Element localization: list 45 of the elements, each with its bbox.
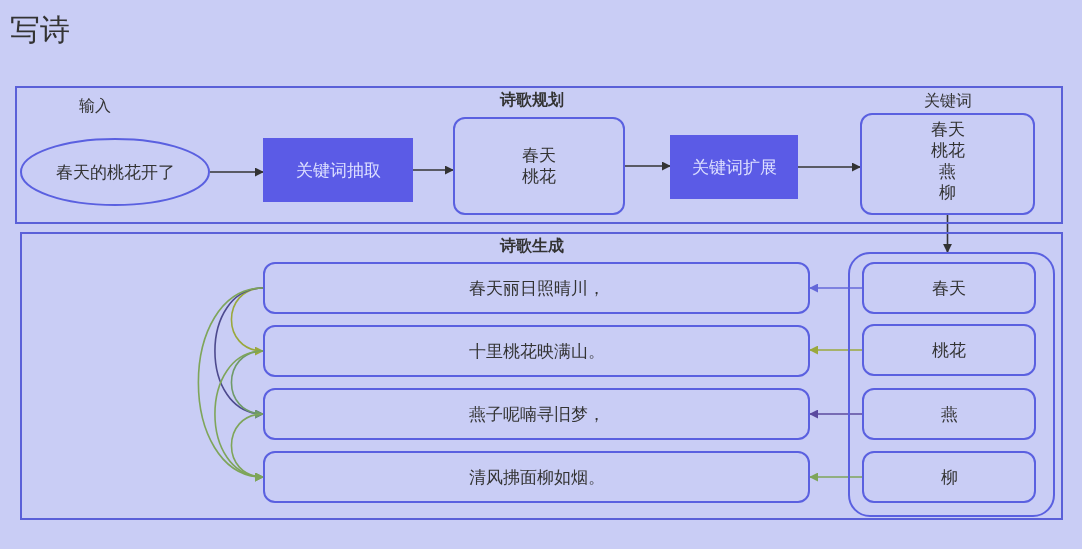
section-heading: 诗歌生成 xyxy=(498,236,565,257)
node-label: 春天 xyxy=(930,119,965,140)
node-label: 桃花 xyxy=(932,339,966,361)
section-frame xyxy=(15,86,1063,224)
curved-arrow xyxy=(230,413,264,481)
arrow xyxy=(624,161,671,171)
arrow xyxy=(412,165,454,175)
node-label: 关键词抽取 xyxy=(295,159,381,181)
process-box xyxy=(670,135,798,199)
process-box xyxy=(263,138,413,202)
node-label: 清风拂面柳如烟。 xyxy=(468,466,605,488)
arrow xyxy=(809,409,863,419)
keyword-box xyxy=(862,388,1036,440)
page-title: 写诗 xyxy=(10,11,70,49)
heading: 关键词 xyxy=(922,91,973,112)
node-label: 燕子呢喃寻旧梦， xyxy=(468,403,605,425)
node-label: 春天丽日照晴川， xyxy=(468,277,605,299)
node-label: 春天的桃花开了 xyxy=(55,161,175,183)
arrow xyxy=(209,167,264,177)
node-label: 柳 xyxy=(940,466,958,488)
node-label: 春天 xyxy=(522,145,556,166)
keyword-container xyxy=(848,252,1055,517)
node-label: 十里桃花映满山。 xyxy=(468,340,605,362)
node-label: 燕 xyxy=(939,161,956,182)
curved-arrow xyxy=(230,287,264,355)
node-label: 春天 xyxy=(932,277,966,299)
section-frame xyxy=(20,232,1063,520)
section-heading: 诗歌规划 xyxy=(498,90,565,111)
keyword-box xyxy=(862,262,1036,314)
node-label: 关键词扩展 xyxy=(691,156,777,178)
keyword-box xyxy=(453,117,625,215)
node-label: 桃花 xyxy=(930,140,965,161)
arrow xyxy=(943,214,952,253)
curved-arrow xyxy=(197,287,264,480)
arrow xyxy=(809,345,863,355)
heading: 输入 xyxy=(78,96,112,117)
arrow xyxy=(809,472,863,482)
arrow xyxy=(809,283,863,293)
arrow xyxy=(797,162,861,172)
node-label: 燕 xyxy=(940,403,958,425)
node-label: 柳 xyxy=(939,182,956,203)
node-label: 桃花 xyxy=(522,166,556,187)
keyword-box xyxy=(862,451,1036,503)
keyword-box xyxy=(862,324,1036,376)
curved-arrow xyxy=(230,350,264,418)
